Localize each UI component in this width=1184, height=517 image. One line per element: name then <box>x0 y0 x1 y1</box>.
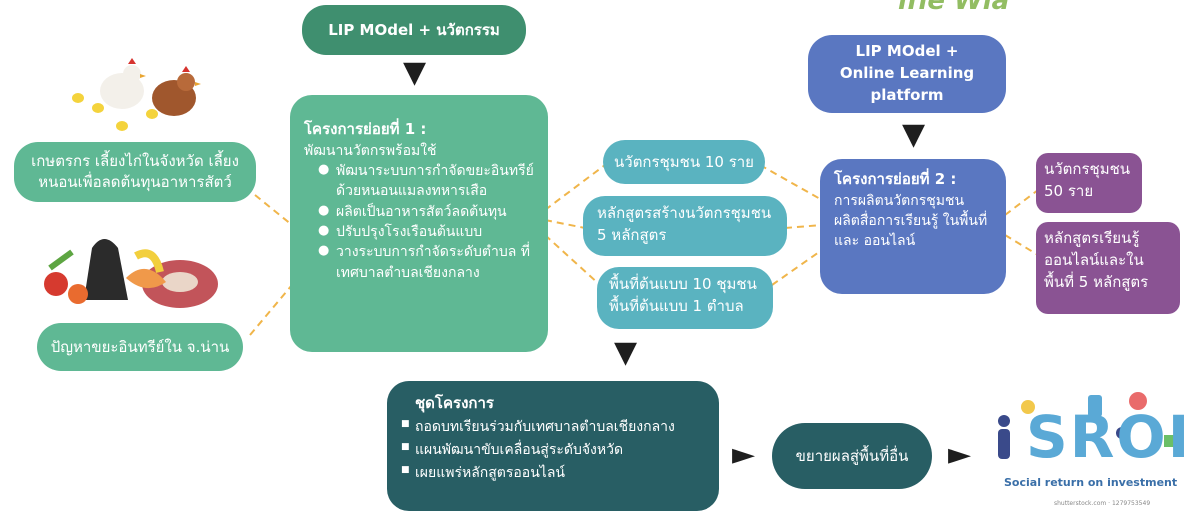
arrow-right-1: ► <box>732 437 756 472</box>
output-innovators-10-text: นวัตกรชุมชน 10 ราย <box>614 153 754 171</box>
output-innovators-10: นวัตกรชุมชน 10 ราย <box>603 140 765 184</box>
farmers-text: เกษตรกร เลี้ยงไก่ในจังหวัด เลี้ยงหนอนเพื… <box>31 152 239 191</box>
connector-out2 <box>544 219 586 229</box>
arrow-down-1: ▼ <box>403 55 427 90</box>
subproject2-box: โครงการย่อยที่ 2 : การผลิตนวัตกรชุมชน ผล… <box>820 159 1006 294</box>
project-package-list: ถอดบทเรียนร่วมกับเทศบาลตำบลเชียงกลาง แผน… <box>401 417 705 484</box>
sroi-logo: SROI <box>1026 403 1184 471</box>
subproject1-box: โครงการย่อยที่ 1 : พัฒนานวัตกรพร้อมใช้ พ… <box>290 95 548 352</box>
arrow-down-2: ▼ <box>614 335 638 370</box>
output-online-curriculum: หลักสูตรเรียนรู้ ออนไลน์และในพื้นที่ 5 ห… <box>1036 222 1180 314</box>
subproject1-list: พัฒนาระบบการกำจัดขยะอินทรีย์ ด้วยหนอนแมล… <box>314 161 534 283</box>
expand-text: ขยายผลสู่พื้นที่อื่น <box>795 447 909 465</box>
connector-out2-sub2 <box>784 224 823 229</box>
model-innovation-box: LIP MOdel + นวัตกรรม <box>302 5 526 55</box>
organic-waste-illustration <box>40 228 230 310</box>
sroi-caption: Social return on investment <box>1004 476 1178 489</box>
subproject1-item: วางระบบการกำจัดระดับตำบล ที่เทศบาลตำบลเช… <box>314 242 534 283</box>
waste-problem-box: ปัญหาขยะอินทรีย์ใน จ.น่าน <box>37 323 243 371</box>
subproject1-item: พัฒนาระบบการกำจัดขยะอินทรีย์ ด้วยหนอนแมล… <box>314 161 534 202</box>
arrow-right-2: ► <box>948 437 972 472</box>
project-package-box: ชุดโครงการ ถอดบทเรียนร่วมกับเทศบาลตำบลเช… <box>387 381 719 511</box>
sroi-graphic: SROI Social return on investment shutter… <box>988 385 1184 515</box>
subproject1-title: โครงการย่อยที่ 1 : <box>304 120 427 138</box>
connector-out3 <box>544 234 601 286</box>
subproject1-item: ผลิตเป็นอาหารสัตว์ลดต้นทุน <box>314 202 534 222</box>
output-curriculum-5: หลักสูตรสร้างนวัตกรชุมชน 5 หลักสูตร <box>583 196 787 256</box>
model-online-text: LIP MOdel + Online Learning platform <box>839 42 975 104</box>
connector-out5 <box>1004 234 1039 256</box>
output-innovators-50-text: นวัตกรชุมชน 50 ราย <box>1044 160 1131 200</box>
project-package-title: ชุดโครงการ <box>415 394 494 412</box>
output-pilot-areas: พื้นที่ต้นแบบ 10 ชุมชน พื้นที่ต้นแบบ 1 ต… <box>597 267 773 329</box>
subproject1-subtitle: พัฒนานวัตกรพร้อมใช้ <box>304 142 437 159</box>
connector-farmers <box>254 194 293 226</box>
arrow-down-3: ▼ <box>902 117 926 152</box>
top-right-heading: ifle Wia <box>898 0 1010 16</box>
project-package-item: ถอดบทเรียนร่วมกับเทศบาลตำบลเชียงกลาง <box>401 417 705 437</box>
model-online-box: LIP MOdel + Online Learning platform <box>808 35 1006 113</box>
waste-problem-text: ปัญหาขยะอินทรีย์ใน จ.น่าน <box>50 338 230 356</box>
output-curriculum-5-text: หลักสูตรสร้างนวัตกรชุมชน 5 หลักสูตร <box>597 204 772 244</box>
subproject2-title: โครงการย่อยที่ 2 : <box>834 170 957 188</box>
connector-out1 <box>544 164 606 211</box>
connector-out3-sub2 <box>771 249 823 286</box>
project-package-item: แผนพัฒนาขับเคลื่อนสู่ระดับจังหวัด <box>401 440 705 460</box>
sroi-credit: shutterstock.com · 1279753549 <box>1054 500 1151 507</box>
output-pilot-areas-text: พื้นที่ต้นแบบ 10 ชุมชน พื้นที่ต้นแบบ 1 ต… <box>609 275 757 315</box>
project-package-item: เผยแพร่หลักสูตรออนไลน์ <box>401 463 705 483</box>
output-online-curriculum-text: หลักสูตรเรียนรู้ ออนไลน์และในพื้นที่ 5 ห… <box>1044 229 1149 291</box>
expand-box: ขยายผลสู่พื้นที่อื่น <box>772 423 932 489</box>
connector-waste <box>249 284 293 336</box>
subproject1-item: ปรับปรุงโรงเรือนต้นแบบ <box>314 222 534 242</box>
connector-out4 <box>1004 189 1039 216</box>
farmers-box: เกษตรกร เลี้ยงไก่ในจังหวัด เลี้ยงหนอนเพื… <box>14 142 256 202</box>
model-innovation-text: LIP MOdel + นวัตกรรม <box>328 21 500 39</box>
subproject2-body: การผลิตนวัตกรชุมชน ผลิตสื่อการเรียนรู้ ใ… <box>834 192 988 250</box>
connector-out1-sub2 <box>759 164 823 201</box>
sroi-people-icon <box>998 392 1176 459</box>
chickens-illustration <box>62 56 217 136</box>
output-innovators-50: นวัตกรชุมชน 50 ราย <box>1036 153 1142 213</box>
